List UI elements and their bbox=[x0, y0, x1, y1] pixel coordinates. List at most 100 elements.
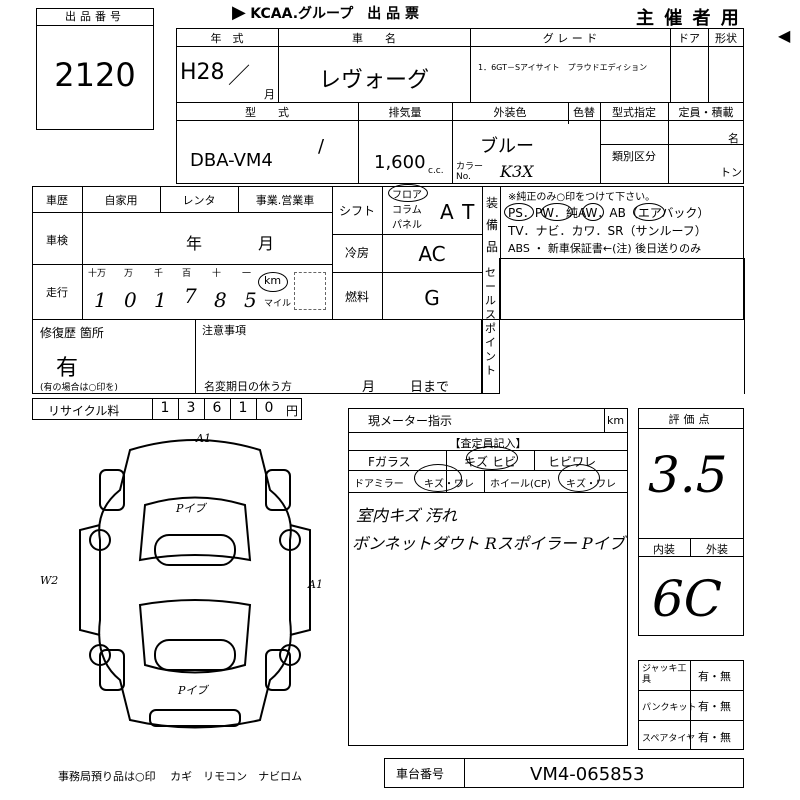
spare-label: スペアタイヤ bbox=[642, 734, 696, 744]
doors-label: ドア bbox=[678, 32, 700, 45]
listing-number-label: 出品番号 bbox=[37, 9, 153, 26]
notes-label: 注意事項 bbox=[202, 324, 246, 337]
chassis-number: VM4-065853 bbox=[530, 764, 645, 785]
tools-box bbox=[638, 660, 744, 750]
recycle-box bbox=[32, 398, 302, 420]
ac-label: 冷房 bbox=[344, 246, 369, 260]
capacity-label: 定員・積載 bbox=[678, 106, 734, 119]
digit-header-5: 十 bbox=[212, 269, 222, 279]
grade-value: 1．6GT－Sアイサイト プラウドエディション bbox=[478, 63, 648, 72]
displacement-label: 排気量 bbox=[388, 106, 422, 119]
recycle-digit-1: 1 bbox=[160, 400, 170, 416]
notes-box bbox=[196, 320, 482, 394]
mirror-circle bbox=[414, 464, 462, 492]
sales-point-box bbox=[482, 258, 500, 394]
ext-color-label: 外装色 bbox=[493, 106, 527, 119]
diagram-left-mark: W2 bbox=[40, 574, 59, 587]
jack-value: 有・無 bbox=[698, 670, 731, 683]
puncture-value: 有・無 bbox=[698, 700, 731, 713]
diagram-top-mark: A1 bbox=[196, 432, 211, 445]
repair-note: (有の場合は○印を) bbox=[40, 383, 118, 393]
recycle-digit-4: 1 bbox=[238, 400, 248, 416]
km-circle bbox=[258, 272, 288, 292]
model-slash: / bbox=[318, 136, 325, 157]
listing-number-box: 出品番号 2120 bbox=[36, 8, 154, 130]
equipment-row-2: TV．ナビ．カワ．SR（サンルーフ） bbox=[508, 224, 707, 238]
grade-value: 6C bbox=[652, 570, 723, 628]
org-title-text: KCAA.グループ 出 品 票 bbox=[250, 6, 419, 22]
inspection-month-unit: 月 bbox=[258, 234, 275, 253]
vehicle-name: レヴォーグ bbox=[318, 68, 429, 93]
year-month-unit: 月 bbox=[264, 88, 275, 101]
listing-number: 2120 bbox=[54, 56, 136, 94]
equipment-row-1: PS．PW．純AW．AB（エアバック） bbox=[508, 206, 710, 220]
corner-arrow-icon: ◀ bbox=[778, 26, 791, 45]
equipment-label: 装備品 bbox=[486, 196, 499, 254]
year-label: 年 式 bbox=[210, 32, 244, 45]
shift-value: AT bbox=[440, 200, 485, 224]
vehicle-info-table bbox=[176, 28, 744, 184]
diagram-hood-mark: Pイブ bbox=[176, 502, 206, 515]
history-option-commercial: 事業.営業車 bbox=[255, 194, 315, 207]
mileage-digit-3: 1 bbox=[154, 288, 167, 312]
shift-option-floor: フロア bbox=[392, 190, 422, 201]
score-label: 評価点 bbox=[668, 413, 714, 426]
recycle-unit: 円 bbox=[286, 404, 299, 418]
model-label: 型 式 bbox=[245, 106, 289, 119]
fuel-value: G bbox=[424, 286, 440, 310]
puncture-label: パンクキット bbox=[642, 703, 697, 713]
spare-value: 有・無 bbox=[698, 731, 731, 744]
mileage-digit-2: 0 bbox=[124, 288, 137, 312]
ext-color-value: ブルー bbox=[480, 136, 534, 157]
wheel-circle bbox=[558, 464, 600, 492]
recycle-digit-3: 6 bbox=[212, 400, 222, 416]
model-value: DBA-VM4 bbox=[190, 150, 273, 171]
jack-label: ジャッキ工具 bbox=[642, 664, 687, 685]
sales-point-label: セールスポイント bbox=[485, 266, 496, 377]
digit-header-4: 百 bbox=[182, 269, 192, 279]
displacement-value: 1,600 bbox=[374, 152, 426, 173]
chassis-box bbox=[384, 758, 744, 788]
mileage-digit-4: 7 bbox=[184, 284, 197, 308]
mileage-digit-5: 8 bbox=[214, 288, 227, 312]
glass-label: Fガラス bbox=[368, 455, 411, 469]
history-option-private: 自家用 bbox=[104, 194, 138, 207]
digit-header-3: 千 bbox=[154, 269, 164, 279]
car-diagram bbox=[79, 439, 311, 729]
office-note: 事務局預り品は○印 カギ リモコン ナビロム bbox=[58, 770, 303, 783]
inspection-year-unit: 年 bbox=[186, 234, 203, 253]
fuel-label: 燃料 bbox=[344, 290, 369, 304]
ps-circle bbox=[504, 203, 534, 221]
meter-label: 現メーター指示 bbox=[368, 414, 453, 428]
repair-label: 修復歴 箇所 bbox=[40, 326, 104, 340]
deadline-month: 月 bbox=[362, 380, 376, 395]
mile-box bbox=[294, 272, 326, 310]
recycle-digit-5: 0 bbox=[264, 400, 274, 416]
ac-value: AC bbox=[418, 242, 446, 266]
equipment-row-3: ABS ・ 新車保証書←(注) 後日送りのみ bbox=[508, 242, 702, 255]
mileage-digit-6: 5 bbox=[244, 288, 257, 312]
mileage-label: 走行 bbox=[46, 286, 68, 299]
year-slash: ／ bbox=[228, 64, 251, 89]
ab-circle bbox=[633, 203, 665, 221]
km-label: km bbox=[264, 274, 282, 287]
score-box bbox=[638, 408, 744, 636]
remark-2: ボンネットダウト Rスポイラー Pイブ bbox=[352, 534, 625, 553]
diagram-right-mark: A1 bbox=[308, 578, 323, 591]
shift-floor-circle bbox=[388, 184, 428, 202]
history-option-rental: レンタ bbox=[182, 194, 216, 207]
digit-header-1: 十万 bbox=[88, 269, 107, 279]
org-title: ▶ KCAA.グループ 出 品 票 bbox=[232, 2, 532, 23]
color-no-label: カラー No. bbox=[456, 162, 484, 182]
color-change-label: 色替 bbox=[573, 106, 595, 119]
pw-circle bbox=[541, 203, 573, 221]
mileage-digit-1: 1 bbox=[94, 288, 107, 312]
glass-crack-circle bbox=[466, 446, 518, 470]
digit-header-2: 万 bbox=[124, 269, 134, 279]
recycle-label: リサイクル料 bbox=[48, 404, 120, 418]
score-value: 3.5 bbox=[648, 446, 728, 504]
exterior-label: 外装 bbox=[706, 543, 728, 556]
deadline-label: 名変期日の休う方 bbox=[204, 380, 292, 393]
history-label: 車歴 bbox=[46, 194, 68, 207]
inspection-label: 車検 bbox=[46, 234, 68, 247]
